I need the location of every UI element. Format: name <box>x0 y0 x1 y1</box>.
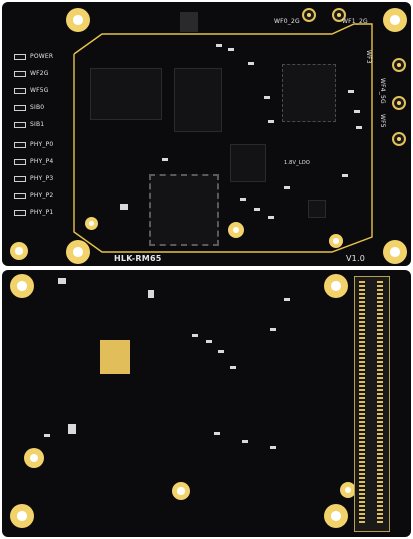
ram-chip <box>174 68 222 132</box>
smd-component <box>216 44 222 47</box>
smd-component <box>284 186 290 189</box>
soc-chip <box>149 174 219 246</box>
led-wf2g <box>14 71 26 77</box>
smd-component <box>206 340 212 343</box>
led-phy-p3 <box>14 176 26 182</box>
smd-component <box>242 440 248 443</box>
antenna-label-wf3: WF3 <box>365 50 372 64</box>
smd-component <box>348 90 354 93</box>
led-label-phy-p2: PHY_P2 <box>30 192 54 199</box>
mount-hole-bottom-left <box>10 504 34 528</box>
smd-component <box>58 278 66 284</box>
smd-component <box>68 424 76 434</box>
led-label-phy-p4: PHY_P4 <box>30 158 54 165</box>
version-label: V1.0 <box>346 254 365 263</box>
led-phy-p4 <box>14 159 26 165</box>
mount-hole-top-left <box>66 8 90 32</box>
smd-component <box>268 120 274 123</box>
board-outline-trace <box>73 23 373 253</box>
smd-component <box>218 350 224 353</box>
wifi-chip <box>282 64 336 122</box>
power-ic <box>230 144 266 182</box>
smd-component <box>240 198 246 201</box>
mount-hole-bottom-left <box>66 240 90 264</box>
smd-component <box>264 96 270 99</box>
led-wf5g <box>14 88 26 94</box>
smd-component <box>214 432 220 435</box>
smd-component <box>44 434 50 437</box>
mount-hole-top-left <box>10 274 34 298</box>
led-sib0 <box>14 105 26 111</box>
antenna-label-wf5: WF5 <box>379 114 386 128</box>
smd-component <box>162 158 168 161</box>
smd-component <box>228 48 234 51</box>
mount-hole-top-right <box>383 8 407 32</box>
antenna-label-wf0-2g: WF0_2G <box>274 18 300 25</box>
smd-component <box>342 174 348 177</box>
top-board: POWER WF2G WF5G SIB0 SIB1 PHY_P0 PHY_P4 <box>2 2 411 266</box>
smd-component <box>148 290 154 298</box>
antenna-connector-wf0-2g <box>302 8 316 22</box>
smd-component <box>270 446 276 449</box>
mount-hole-top-right <box>324 274 348 298</box>
mount-hole-bottom-right <box>324 504 348 528</box>
antenna-label-wf4-5g: WF4_5G <box>379 78 386 104</box>
led-label-wf2g: WF2G <box>30 70 49 77</box>
smd-component <box>356 126 362 129</box>
smd-component <box>120 204 128 210</box>
antenna-connector-wf4-5g <box>392 96 406 110</box>
mount-hole-mid-left <box>10 242 28 260</box>
bottom-board <box>2 270 411 537</box>
smd-component <box>284 298 290 301</box>
led-power <box>14 54 26 60</box>
via-hole-left <box>85 217 98 230</box>
led-label-phy-p0: PHY_P0 <box>30 141 54 148</box>
via-hole <box>24 448 44 468</box>
antenna-connector-wf5 <box>392 132 406 146</box>
antenna-connector-wf1-2g <box>332 8 346 22</box>
led-sib1 <box>14 122 26 128</box>
led-label-wf5g: WF5G <box>30 87 49 94</box>
mount-hole-bottom-right <box>383 240 407 264</box>
led-label-sib1: SIB1 <box>30 121 45 128</box>
inductor <box>180 12 198 32</box>
edge-connector <box>354 276 390 532</box>
led-phy-p0 <box>14 142 26 148</box>
led-phy-p2 <box>14 193 26 199</box>
antenna-connector-wf3 <box>392 58 406 72</box>
smd-component <box>270 328 276 331</box>
led-label-phy-p3: PHY_P3 <box>30 175 54 182</box>
ldo-label: 1.8V_LDO <box>284 160 311 166</box>
via-hole-right <box>329 234 343 248</box>
smd-component <box>354 110 360 113</box>
led-label-sib0: SIB0 <box>30 104 45 111</box>
regulator-ic <box>308 200 326 218</box>
smd-component <box>230 366 236 369</box>
led-phy-p1 <box>14 210 26 216</box>
smd-component <box>248 62 254 65</box>
model-label: HLK-RM65 <box>114 254 162 263</box>
led-label-phy-p1: PHY_P1 <box>30 209 54 216</box>
flash-chip <box>90 68 162 120</box>
thermal-pad <box>100 340 130 374</box>
antenna-label-wf1-2g: WF1_2G <box>342 18 368 25</box>
smd-component <box>268 216 274 219</box>
via-hole <box>172 482 190 500</box>
smd-component <box>254 208 260 211</box>
smd-component <box>192 334 198 337</box>
via-hole-center <box>228 222 244 238</box>
led-label-power: POWER <box>30 53 54 60</box>
via-hole <box>340 482 356 498</box>
